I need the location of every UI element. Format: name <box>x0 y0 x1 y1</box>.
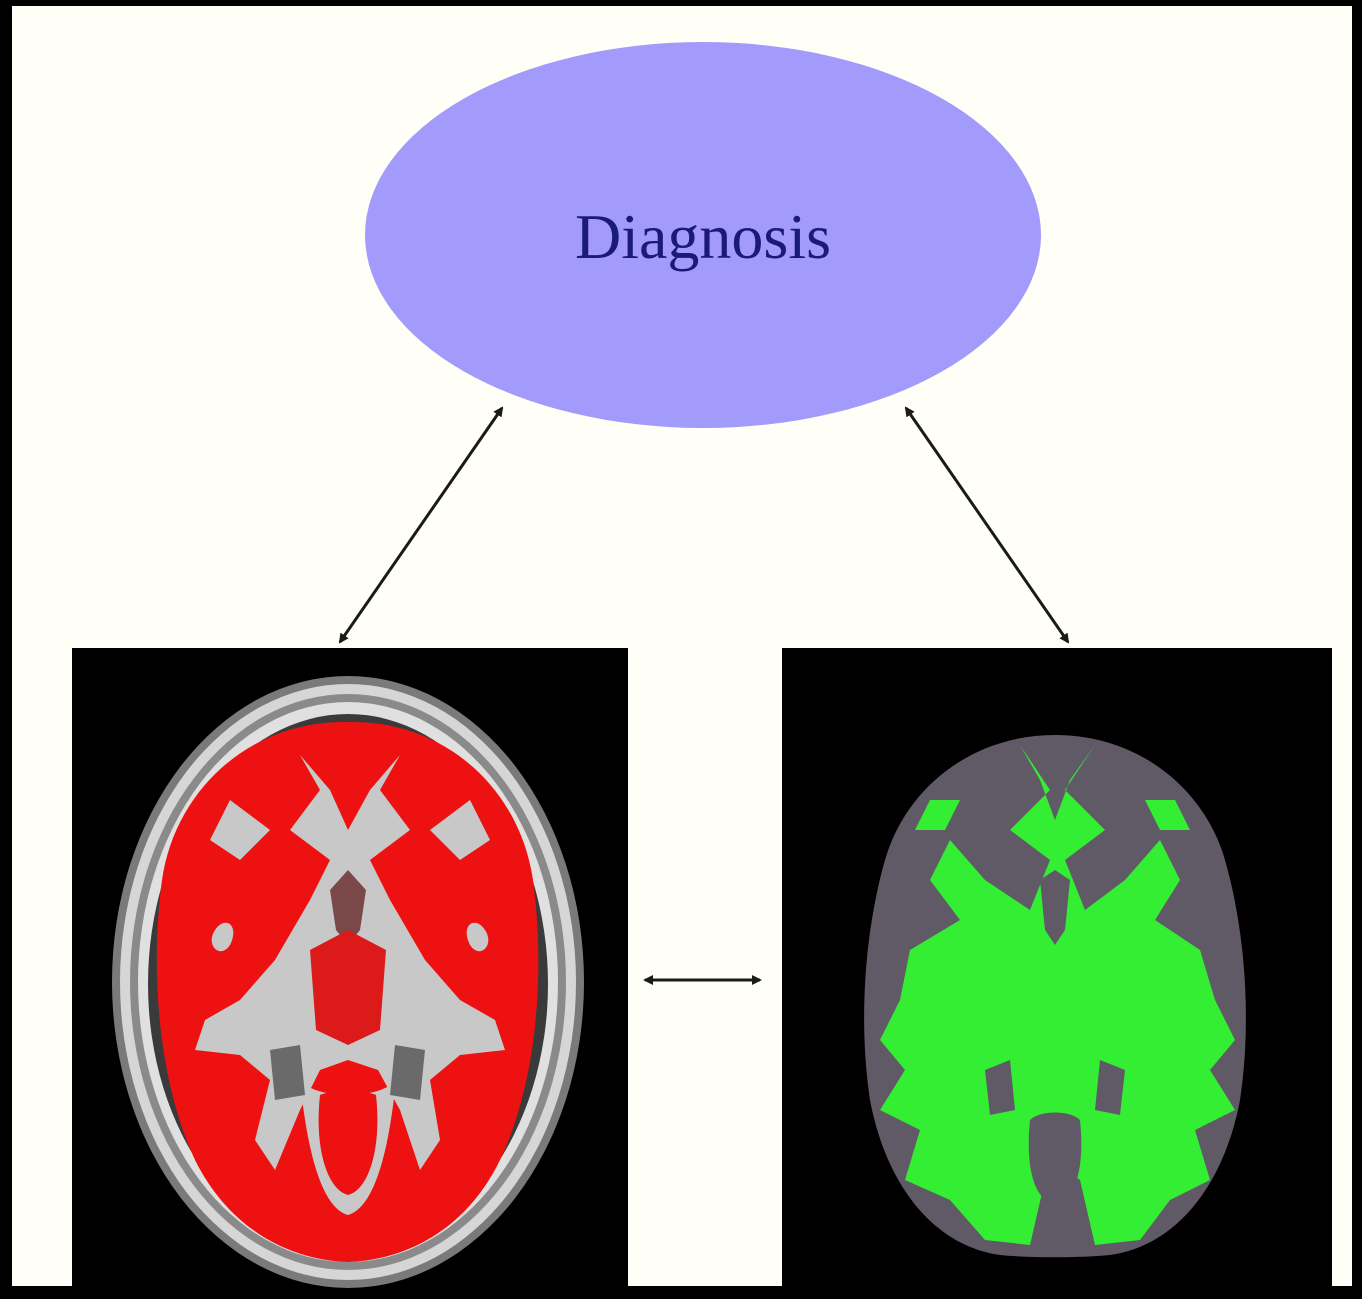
right-brain-image <box>864 735 1246 1257</box>
diagnosis-node: Diagnosis <box>365 42 1041 428</box>
arrow-left-to-diagnosis <box>340 408 502 642</box>
left-brain-panel <box>72 648 628 1293</box>
arrow-right-to-diagnosis <box>906 408 1068 642</box>
left-brain-image <box>112 676 584 1288</box>
diagnosis-label: Diagnosis <box>575 201 831 272</box>
right-brain-panel <box>782 648 1332 1293</box>
